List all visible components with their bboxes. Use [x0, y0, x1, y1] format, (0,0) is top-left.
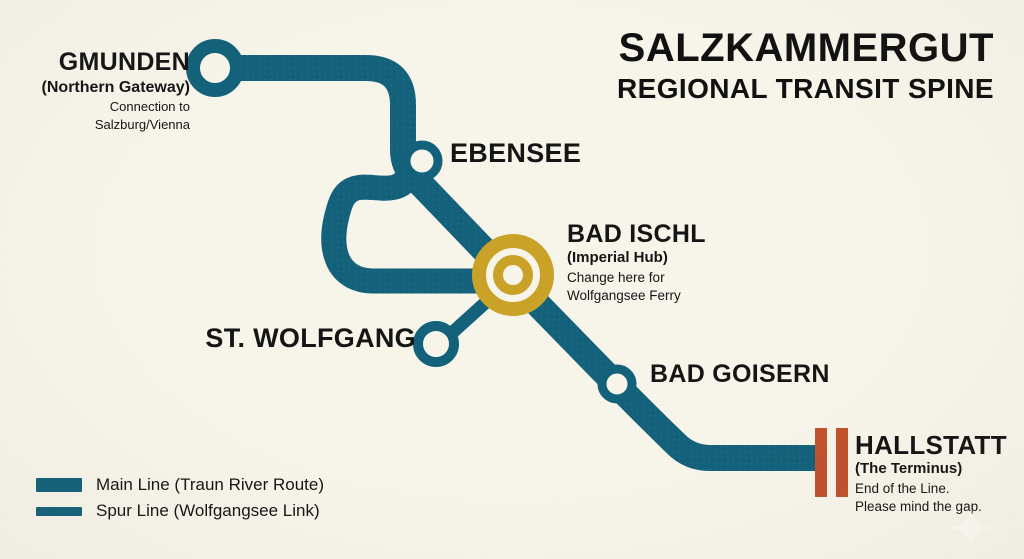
map-title-line1: SALZKAMMERGUT — [618, 26, 994, 70]
station-note-gmunden-line2: Salzburg/Vienna — [94, 116, 190, 132]
map-title-line2: REGIONAL TRANSIT SPINE — [617, 73, 994, 104]
station-note-badischl-line2: Wolfgangsee Ferry — [567, 288, 681, 304]
station-note-hallstatt-line1: End of the Line. — [855, 480, 950, 496]
station-note-gmunden-line1: Connection to — [109, 98, 190, 114]
station-note-badischl-line1: Change here for — [567, 269, 665, 285]
station-marker-badischl-inner-ring — [493, 255, 533, 295]
legend-swatch-main-line — [36, 478, 82, 492]
legend-item-spur-line: Spur Line (Wolfgangsee Link) — [36, 498, 324, 524]
station-label-badgoisern: BAD GOISERN — [650, 362, 830, 387]
station-subtitle-hallstatt: (The Terminus) — [855, 460, 963, 477]
station-name-badgoisern: BAD GOISERN — [650, 360, 830, 388]
station-subtitle-badischl: (Imperial Hub) — [567, 249, 668, 266]
station-marker-gmunden[interactable] — [186, 39, 244, 97]
station-label-stwolfgang: ST. WOLFGANG — [205, 325, 416, 352]
station-name-ebensee: EBENSEE — [450, 138, 582, 168]
legend-swatch-cell-main — [36, 478, 82, 492]
legend-label-spur-line: Spur Line (Wolfgangsee Link) — [96, 501, 320, 520]
legend-label-main-line: Main Line (Traun River Route) — [96, 475, 325, 494]
station-note-hallstatt-line2: Please mind the gap. — [855, 499, 982, 515]
legend-swatch-spur-line — [36, 506, 82, 516]
station-label-hallstatt: HALLSTATT (The Terminus) End of the Line… — [855, 432, 1007, 515]
legend-swatch-cell-spur — [36, 506, 82, 516]
station-marker-badgoisern[interactable] — [597, 364, 637, 404]
loop-line-grain — [321, 168, 492, 294]
station-name-stwolfgang: ST. WOLFGANG — [205, 323, 416, 353]
station-marker-ebensee[interactable] — [401, 140, 443, 182]
station-name-hallstatt: HALLSTATT — [855, 430, 1007, 460]
terminus-bar-outer — [815, 428, 827, 497]
legend-item-main-line: Main Line (Traun River Route) — [36, 472, 324, 498]
map-legend: Main Line (Traun River Route) Spur Line … — [36, 472, 324, 524]
station-name-gmunden: GMUNDEN — [58, 48, 190, 76]
station-marker-stwolfgang[interactable] — [413, 321, 459, 367]
station-name-badischl: BAD ISCHL — [567, 220, 706, 248]
station-label-gmunden: GMUNDEN (Northern Gateway) Connection to… — [42, 50, 190, 133]
terminus-bar-inner — [836, 428, 848, 497]
station-label-badischl: BAD ISCHL (Imperial Hub) Change here for… — [567, 222, 706, 304]
station-label-ebensee: EBENSEE — [450, 140, 581, 167]
station-subtitle-gmunden: (Northern Gateway) — [41, 79, 190, 96]
map-title: SALZKAMMERGUT REGIONAL TRANSIT SPINE — [617, 28, 994, 103]
